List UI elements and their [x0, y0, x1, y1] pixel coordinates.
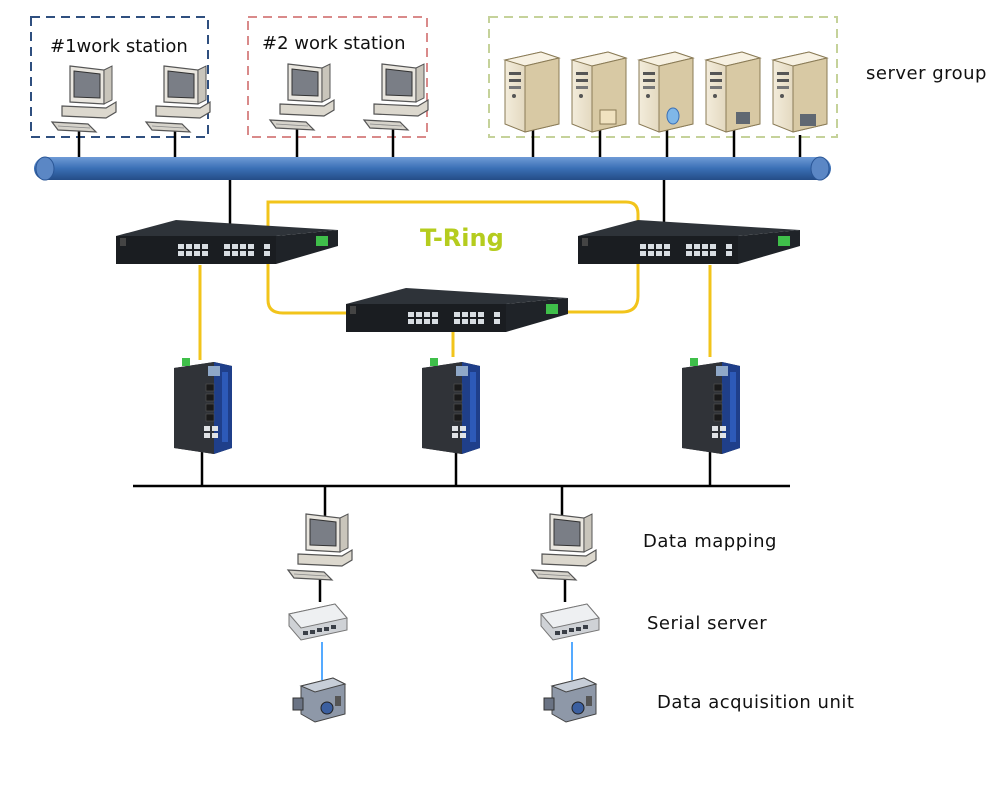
- ring-switch-left-icon: [116, 220, 338, 264]
- data-acquisition-left-icon: [292, 677, 346, 723]
- server-2-icon: [571, 51, 627, 133]
- backbone-bus: [34, 156, 831, 181]
- serial-server-label: Serial server: [647, 613, 768, 634]
- data-mapping-computer-left-icon: [287, 513, 353, 581]
- workstation-1-label: #1work station: [50, 36, 188, 57]
- server-4-icon: [705, 51, 761, 133]
- serial-server-left-icon: [288, 603, 348, 641]
- printer-icon: [736, 112, 750, 124]
- data-acquisition-label: Data acquisition unit: [657, 692, 855, 713]
- t-ring-label: T-Ring: [420, 224, 504, 252]
- din-switch-left-icon: [173, 357, 233, 455]
- server-group-label: server group: [866, 63, 987, 84]
- field-bus: [133, 448, 790, 602]
- din-switch-right-icon: [681, 357, 741, 455]
- server-1-icon: [504, 51, 560, 133]
- serial-links: [321, 642, 573, 680]
- database-icon: [666, 107, 680, 125]
- serial-server-right-icon: [540, 603, 600, 641]
- din-switch-center-icon: [421, 357, 481, 455]
- workstation-1-group-box: [30, 16, 209, 138]
- document-icon: [599, 109, 617, 125]
- server-group-box: [488, 16, 838, 138]
- ring-switch-right-icon: [578, 220, 800, 264]
- workstation-2b-computer-icon: [363, 63, 429, 131]
- scanner-icon: [800, 114, 816, 126]
- t-ring-links: [198, 200, 712, 360]
- workstation-2a-computer-icon: [269, 63, 335, 131]
- ring-switch-center-icon: [346, 288, 568, 332]
- data-acquisition-right-icon: [543, 677, 597, 723]
- workstation-1b-computer-icon: [145, 65, 211, 133]
- data-mapping-computer-right-icon: [531, 513, 597, 581]
- backbone-drop-lines: [77, 128, 802, 225]
- server-3-icon: [638, 51, 694, 133]
- workstation-2-label: #2 work station: [262, 33, 406, 54]
- workstation-1a-computer-icon: [51, 65, 117, 133]
- data-mapping-label: Data mapping: [643, 531, 777, 552]
